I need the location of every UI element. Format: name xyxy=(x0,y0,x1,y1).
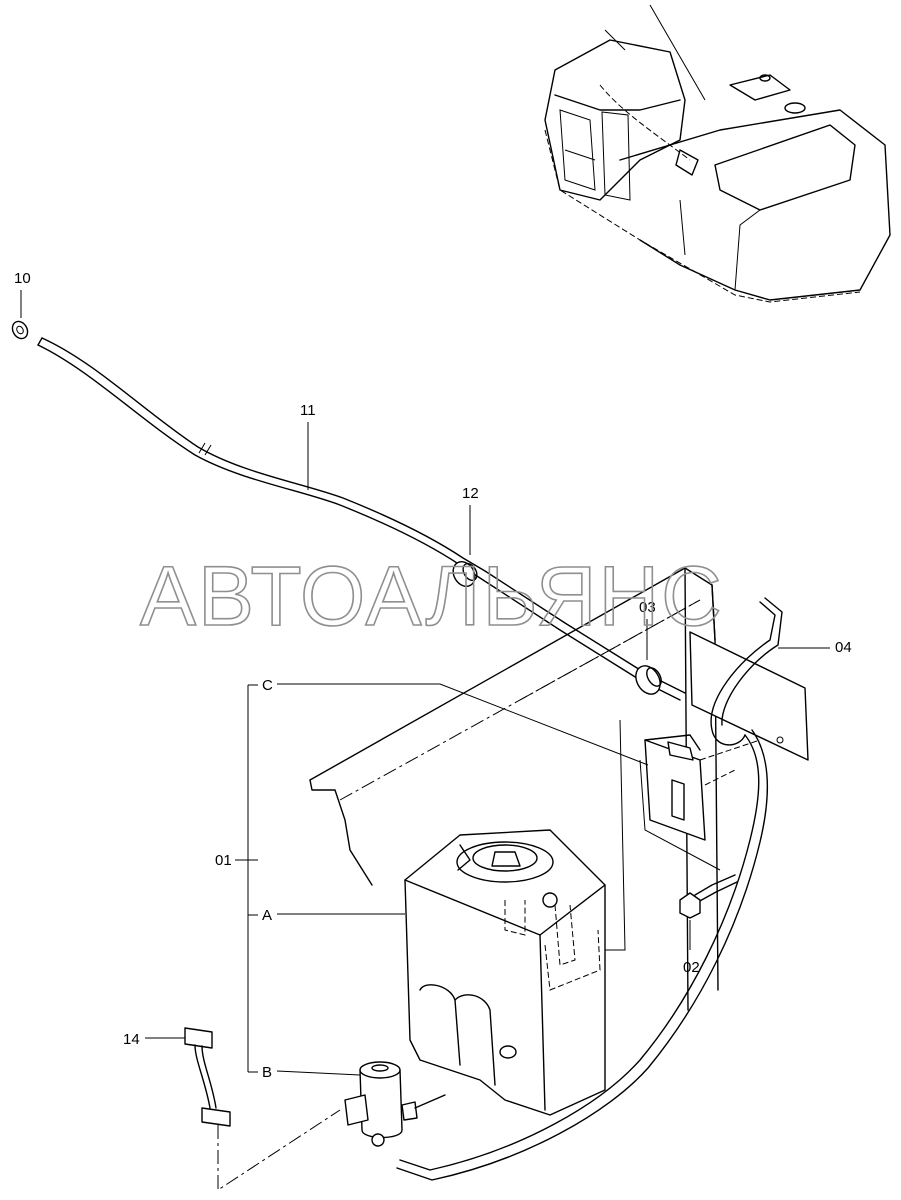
part-14-harness: 14 xyxy=(123,1027,341,1191)
callout-C: C xyxy=(262,677,273,694)
callout-04: 04 xyxy=(835,639,852,656)
part-12-grommet: 12 xyxy=(452,485,479,588)
callout-11: 11 xyxy=(300,402,316,419)
assembly-01-leaders: 01 C A B xyxy=(215,677,649,1081)
part-03-grommet: 03 xyxy=(635,599,662,695)
callout-10: 10 xyxy=(14,270,31,287)
washer-pump xyxy=(344,1061,446,1147)
washer-tank xyxy=(404,829,606,1116)
part-02-bolt: 02 xyxy=(679,874,738,976)
part-11-washer-hose: 11 xyxy=(37,337,686,701)
part-10-clamp: 10 xyxy=(11,270,31,340)
part-04-strap-band: 04 xyxy=(396,597,852,1181)
callout-03: 03 xyxy=(639,599,656,616)
tank-bracket xyxy=(644,734,784,841)
excavator-location-inset xyxy=(544,4,891,303)
callout-B: B xyxy=(262,1064,272,1081)
callout-14: 14 xyxy=(123,1031,140,1048)
callout-A: A xyxy=(262,907,272,924)
callout-12: 12 xyxy=(462,485,479,502)
callout-01: 01 xyxy=(215,852,232,869)
callout-02: 02 xyxy=(683,959,700,976)
watermark-text: АВТОАЛЬЯНС xyxy=(140,549,724,643)
